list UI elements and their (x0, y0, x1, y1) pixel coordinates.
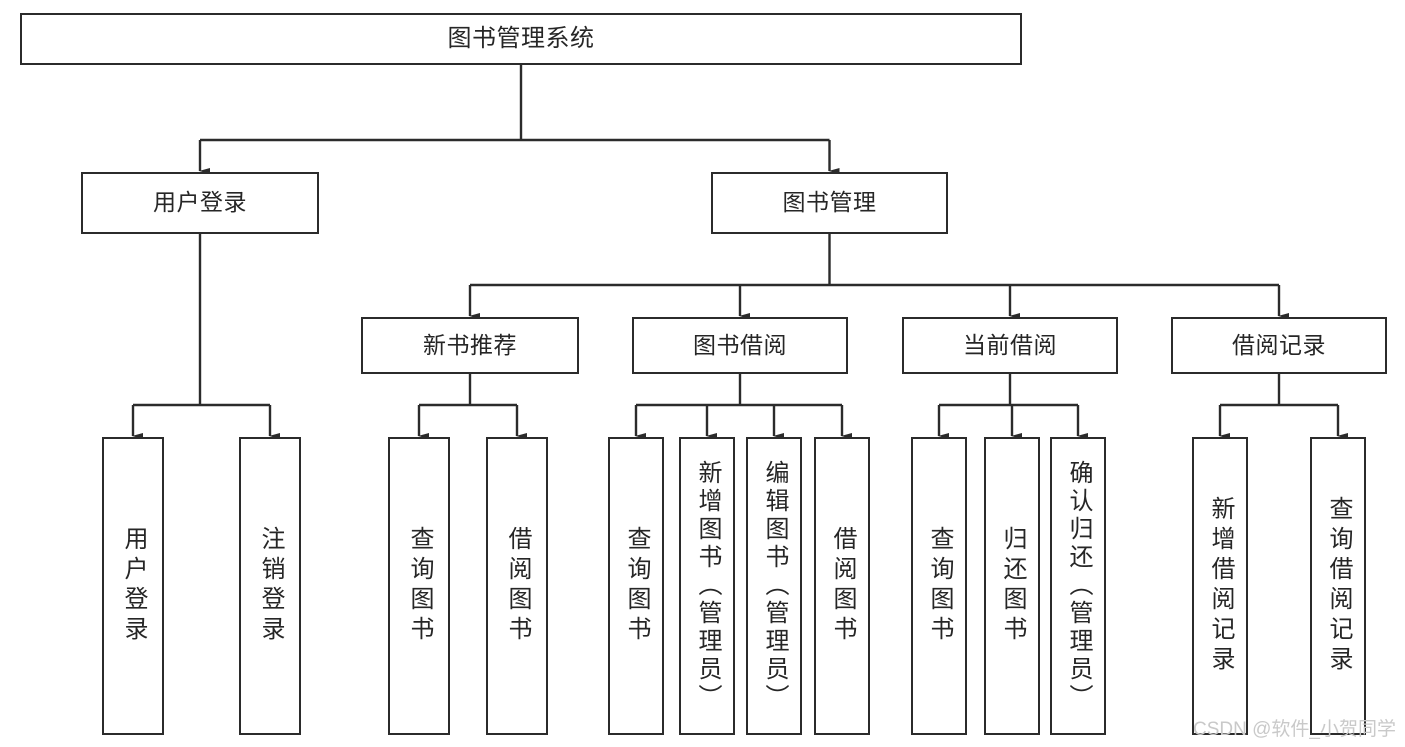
node-leaf-query-book-2[interactable]: 查询图书 (608, 437, 664, 735)
node-leaf-borrow-book-2[interactable]: 借阅图书 (814, 437, 870, 735)
node-leaf-return-book-label: 归还图书 (999, 526, 1026, 646)
node-leaf-user-login[interactable]: 用户登录 (102, 437, 164, 735)
node-root-label: 图书管理系统 (447, 24, 595, 52)
node-leaf-borrow-book-1-label: 借阅图书 (504, 526, 531, 646)
node-book-manage-label: 图书管理 (782, 189, 877, 216)
node-user-login[interactable]: 用户登录 (81, 172, 319, 234)
node-leaf-edit-book[interactable]: 编辑图书（管理员） (746, 437, 802, 735)
node-leaf-add-record[interactable]: 新增借阅记录 (1192, 437, 1248, 735)
csdn-watermark: CSDN @软件_小贺同学 (1193, 719, 1396, 740)
node-leaf-confirm-return-label: 确认归还（管理员） (1065, 460, 1092, 712)
node-book-manage[interactable]: 图书管理 (711, 172, 948, 234)
node-leaf-query-record-label: 查询借阅记录 (1325, 496, 1352, 676)
node-leaf-logout[interactable]: 注销登录 (239, 437, 301, 735)
node-leaf-query-book-1-label: 查询图书 (406, 526, 433, 646)
node-leaf-return-book[interactable]: 归还图书 (984, 437, 1040, 735)
node-leaf-add-record-label: 新增借阅记录 (1207, 496, 1234, 676)
node-current-borrow[interactable]: 当前借阅 (902, 317, 1118, 374)
node-current-borrow-label: 当前借阅 (963, 331, 1057, 358)
node-book-borrow[interactable]: 图书借阅 (632, 317, 848, 374)
node-new-book-rec-label: 新书推荐 (423, 331, 517, 358)
node-user-login-label: 用户登录 (153, 189, 247, 216)
node-leaf-borrow-book-1[interactable]: 借阅图书 (486, 437, 548, 735)
node-leaf-query-record[interactable]: 查询借阅记录 (1310, 437, 1366, 735)
node-leaf-logout-label: 注销登录 (257, 526, 284, 646)
node-leaf-add-book[interactable]: 新增图书（管理员） (679, 437, 735, 735)
node-leaf-add-book-label: 新增图书（管理员） (694, 460, 721, 712)
node-leaf-user-login-label: 用户登录 (120, 526, 147, 646)
node-leaf-query-book-3[interactable]: 查询图书 (911, 437, 967, 735)
node-leaf-query-book-2-label: 查询图书 (623, 526, 650, 646)
node-leaf-confirm-return[interactable]: 确认归还（管理员） (1050, 437, 1106, 735)
node-leaf-borrow-book-2-label: 借阅图书 (829, 526, 856, 646)
node-leaf-query-book-3-label: 查询图书 (926, 526, 953, 646)
node-new-book-rec[interactable]: 新书推荐 (361, 317, 579, 374)
node-leaf-edit-book-label: 编辑图书（管理员） (761, 460, 788, 712)
node-book-borrow-label: 图书借阅 (693, 331, 787, 358)
node-root[interactable]: 图书管理系统 (20, 13, 1022, 65)
node-borrow-record-label: 借阅记录 (1232, 331, 1326, 358)
node-borrow-record[interactable]: 借阅记录 (1171, 317, 1387, 374)
node-leaf-query-book-1[interactable]: 查询图书 (388, 437, 450, 735)
